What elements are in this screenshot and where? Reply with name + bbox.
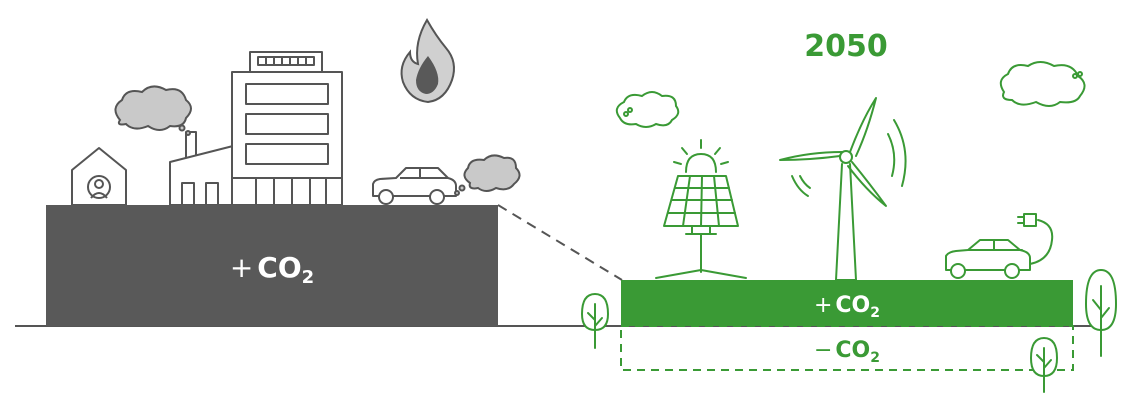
- trees: [580, 268, 1118, 393]
- co2-co: CO: [835, 293, 870, 318]
- future-emissions-block: [621, 280, 1073, 326]
- minus-sign: −: [814, 338, 832, 363]
- future-minus-co2-label: −CO2: [814, 338, 880, 366]
- plus-sign: +: [814, 293, 832, 318]
- sun-icon: [673, 139, 729, 173]
- gas-flame-icon: [400, 17, 455, 104]
- transition-dashed-line: [497, 204, 623, 281]
- cloud-icon: [114, 85, 192, 131]
- future-plus-co2-label: +CO2: [814, 293, 880, 321]
- electric-car-icon: [945, 239, 1031, 279]
- co2-subscript: 2: [870, 305, 880, 321]
- today-scene: [71, 51, 457, 206]
- plus-sign: +: [230, 251, 253, 284]
- negative-emissions-region: [620, 325, 1074, 371]
- exhaust-cloud-icon: [463, 154, 521, 192]
- solar-panel-icon: [655, 175, 747, 279]
- co2-subscript: 2: [870, 350, 880, 366]
- tree-icon: [580, 292, 610, 349]
- co2-co: CO: [257, 251, 301, 284]
- today-emissions-block: [46, 205, 498, 326]
- cloud-icon: [615, 91, 680, 128]
- house-icon: [71, 147, 127, 206]
- co2-co: CO: [835, 338, 870, 363]
- co2-subscript: 2: [302, 267, 315, 288]
- year-title: 2050: [804, 29, 888, 64]
- wind-turbine-icon: [779, 97, 907, 281]
- office-building-icon: [231, 51, 343, 206]
- future-scene: [655, 97, 1054, 281]
- factory-icon: [169, 131, 234, 206]
- today-plus-co2-label: +CO2: [230, 251, 314, 288]
- car-icon: [372, 167, 457, 205]
- tree-icon: [1029, 336, 1059, 393]
- tree-icon: [1084, 268, 1118, 357]
- cloud-icon: [999, 61, 1086, 107]
- today-clouds: [114, 85, 521, 196]
- charging-plug-icon: [1017, 213, 1054, 265]
- future-clouds: [615, 61, 1086, 128]
